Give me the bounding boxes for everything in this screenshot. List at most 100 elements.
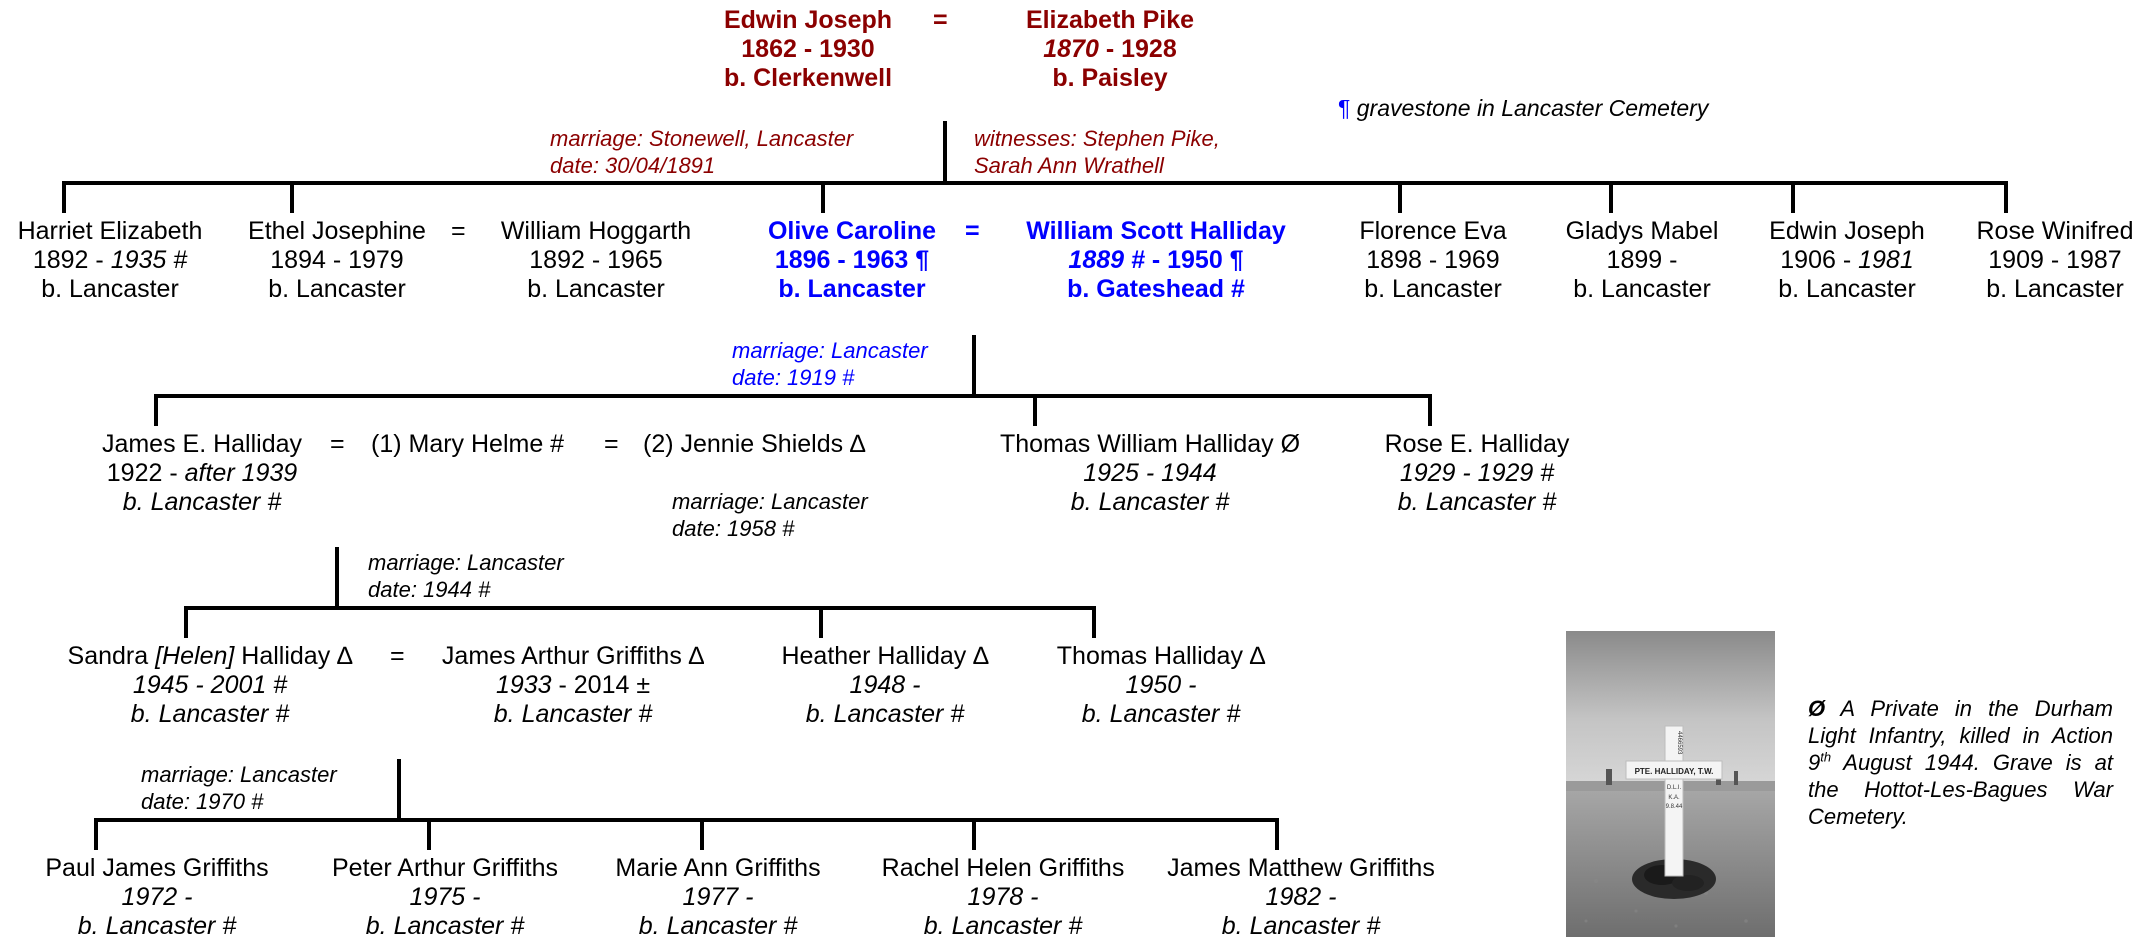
gen2-person-edwin: Edwin Joseph 1906 - 1981 b. Lancaster (1752, 217, 1942, 304)
person-name: Thomas William Halliday Ø (999, 430, 1301, 458)
person-name: Peter Arthur Griffiths (331, 854, 558, 882)
person-name: Paul James Griffiths (45, 854, 269, 882)
gen2-person-rose: Rose Winifred 1909 - 1987 b. Lancaster (1962, 217, 2148, 304)
cross-upright-text: 4466593 (1676, 731, 1682, 755)
gen2-drop-rose (2004, 181, 2008, 213)
person-dates: 1982 - (1265, 883, 1337, 911)
person-name: Rose Winifred (1976, 217, 2134, 245)
gen5-drop-rachel (972, 818, 976, 850)
person-born: b. Lancaster (1364, 275, 1502, 303)
gen4-drop-thomas (1092, 606, 1096, 638)
person-dates: 1906 - 1981 (1780, 246, 1914, 274)
person-dates: 1889 # - 1950 ¶ (1068, 246, 1244, 274)
gen2-olive-marriage-sign: = (965, 217, 980, 245)
person-dates: 1972 - (121, 883, 193, 911)
footnote-line2b: August 1944. Grave is at the Hottot-Les-… (1808, 750, 2113, 802)
gen1-marriage-place: marriage: Stonewell, Lancaster (550, 126, 854, 151)
person-born: b. Lancaster # (130, 700, 290, 728)
gen1-father-name: Edwin Joseph (723, 6, 893, 34)
person-name: Marie Ann Griffiths (615, 854, 821, 882)
gen3-person-rose: Rose E. Halliday 1929 - 1929 # b. Lancas… (1362, 430, 1592, 517)
gen1-witnesses-line2: Sarah Ann Wrathell (974, 153, 1164, 178)
gen1-mother-name: Elizabeth Pike (1025, 6, 1195, 34)
gen1-father-dates: 1862 - 1930 (741, 35, 875, 63)
gen5-drop-peter (427, 818, 431, 850)
gen1-father: Edwin Joseph 1862 - 1930 b. Clerkenwell (668, 6, 948, 93)
gen3-marriage1-note: marriage: Lancaster date: 1944 # (368, 549, 564, 603)
gen2-person-ethel: Ethel Josephine 1894 - 1979 b. Lancaster (237, 217, 437, 304)
gen4-person-heather: Heather Halliday ∆ 1948 - b. Lancaster # (760, 642, 1010, 729)
person-name: Rachel Helen Griffiths (881, 854, 1125, 882)
gen1-father-born: b. Clerkenwell (723, 64, 893, 92)
person-born: b. Lancaster (778, 275, 926, 303)
person-dates: 1925 - 1944 (1083, 459, 1217, 487)
person-dates: 1978 - (967, 883, 1039, 911)
gen4-person-james-arthur: James Arthur Griffiths ∆ 1933 - 2014 ± b… (428, 642, 718, 729)
gravestone-mark: ¶ (1338, 95, 1351, 121)
gen3-marriage1-date: date: 1944 # (368, 577, 491, 602)
footnote-mark: Ø (1808, 696, 1826, 721)
gen3-person-thomas: Thomas William Halliday Ø 1925 - 1944 b.… (975, 430, 1325, 517)
gen1-mother-dates: 1870 - 1928 (980, 35, 1240, 64)
gen1-marriage-date: date: 30/04/1891 (550, 153, 716, 178)
gen2-drop-ethel (290, 181, 294, 213)
gen3-drop-rose (1428, 394, 1432, 426)
cross-sub-text-1: D.L.I. (1667, 785, 1682, 791)
person-born: b. Lancaster (1986, 275, 2124, 303)
person-born: b. Lancaster # (1221, 912, 1381, 940)
person-name: James E. Halliday (101, 430, 303, 458)
footnote-line1: A Private in the Durham Light Infantry, (1808, 696, 2113, 748)
person-dates: 1892 - 1965 (529, 246, 663, 274)
gen3-marriage2-note: marriage: Lancaster date: 1958 # (672, 488, 868, 542)
person-born: b. Lancaster # (493, 700, 653, 728)
gen5-drop-marie (700, 818, 704, 850)
gen2-drop-harriet (62, 181, 66, 213)
person-born: b. Lancaster # (923, 912, 1083, 940)
person-name: Rose E. Halliday (1384, 430, 1570, 458)
person-dates: 1975 - (409, 883, 481, 911)
person-name: Heather Halliday ∆ (781, 642, 989, 670)
person-name: William Scott Halliday (1026, 217, 1286, 245)
person-born: b. Lancaster # (1397, 488, 1557, 516)
gen2-person-harriet: Harriet Elizabeth 1892 - 1935 # b. Lanca… (2, 217, 218, 304)
gen1-mother: Elizabeth Pike 1870 - 1928 b. Paisley (980, 6, 1240, 93)
gen1-witnesses-line1: witnesses: Stephen Pike, (974, 126, 1220, 151)
person-dates: 1933 - 2014 ± (495, 671, 651, 699)
person-born: b. Lancaster # (365, 912, 525, 940)
gen5-person-james-matthew: James Matthew Griffiths 1982 - b. Lancas… (1156, 854, 1446, 941)
person-name: William Hoggarth (500, 217, 692, 245)
gen2-person-william-hoggarth: William Hoggarth 1892 - 1965 b. Lancaste… (490, 217, 702, 304)
gen4-person-sandra: Sandra [Helen] Halliday ∆ 1945 - 2001 # … (52, 642, 368, 729)
person-name: Thomas Halliday ∆ (1056, 642, 1266, 670)
footnote-line2-sup: th (1820, 749, 1832, 765)
gen1-descent-line (943, 121, 947, 183)
person-dates: 1898 - 1969 (1366, 246, 1500, 274)
grave-photo-image: PTE. HALLIDAY, T.W. D.L.I. K.A. 9.8.44 4… (1566, 631, 1775, 937)
person-dates: 1922 - after 1939 (106, 459, 298, 487)
gen2-marriage-date: date: 1919 # (732, 365, 855, 390)
person-born: b. Lancaster # (1081, 700, 1241, 728)
person-name: Florence Eva (1359, 217, 1507, 245)
gen2-person-gladys: Gladys Mabel 1899 - b. Lancaster (1547, 217, 1737, 304)
person-born: b. Lancaster # (122, 488, 282, 516)
cross-sub-text-3: 9.8.44 (1666, 804, 1683, 810)
gen2-drop-florence (1398, 181, 1402, 213)
gen3-descent-line (335, 547, 339, 609)
gen3-marriage2-date: date: 1958 # (672, 516, 795, 541)
gravestone-note: ¶ gravestone in Lancaster Cemetery (1338, 95, 1708, 122)
cross-plate-text: PTE. HALLIDAY, T.W. (1635, 767, 1714, 776)
gen2-person-olive: Olive Caroline 1896 - 1963 ¶ b. Lancaste… (752, 217, 952, 304)
person-born: b. Lancaster (527, 275, 665, 303)
gen3-spouse-mary: (1) Mary Helme # (371, 430, 565, 458)
gen3-marriage1-place: marriage: Lancaster (368, 550, 564, 575)
gen2-drop-olive (821, 181, 825, 213)
gen4-marriage-place: marriage: Lancaster (141, 762, 337, 787)
gen3-drop-thomas (1033, 394, 1037, 426)
person-dates: 1894 - 1979 (270, 246, 404, 274)
gen2-drop-edwin (1791, 181, 1795, 213)
person-born: b. Lancaster (41, 275, 179, 303)
person-dates: 1950 - (1125, 671, 1197, 699)
gen1-mother-birth-year: 1870 (1043, 35, 1099, 63)
person-born: b. Lancaster # (77, 912, 237, 940)
person-dates: 1892 - 1935 # (32, 246, 188, 274)
